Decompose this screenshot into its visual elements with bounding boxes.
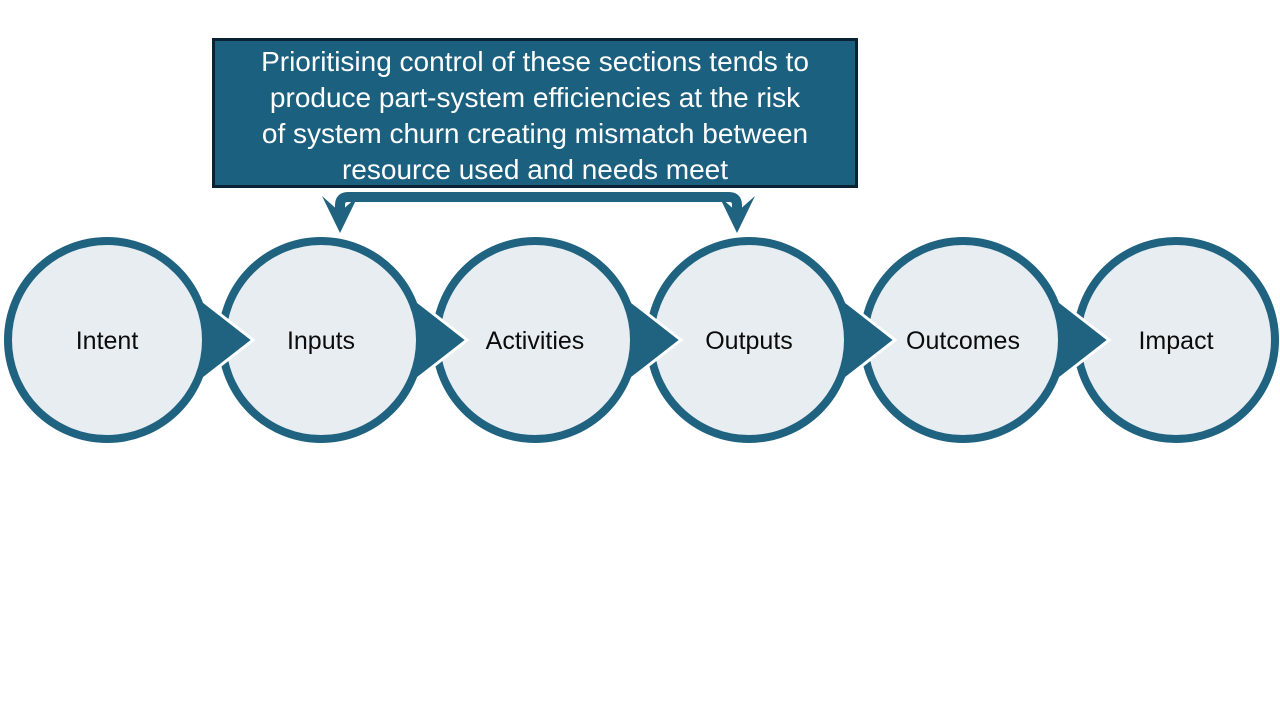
callout-line: resource used and needs meet [341,154,729,185]
step-label: Impact [1138,327,1213,355]
bracket-connector [322,192,755,233]
step-outcomes: Outcomes [860,237,1112,443]
step-label: Inputs [287,327,355,355]
arrow-down-icon [719,196,755,233]
callout-box: Prioritising control of these sections t… [212,38,858,188]
step-label: Intent [76,327,139,355]
arrow-down-icon [322,196,358,233]
step-activities: Activities [432,237,684,443]
step-circle [4,237,210,443]
step-outputs: Outputs [646,237,898,443]
callout-line: of system churn creating mismatch betwee… [261,118,809,149]
bracket-bar [335,192,742,212]
step-label: Activities [486,327,585,355]
callout-line: produce part-system efficiencies at the … [269,82,801,113]
step-inputs: Inputs [218,237,470,443]
callout-line: Prioritising control of these sections t… [261,46,809,77]
step-label: Outputs [705,327,793,355]
step-label: Outcomes [906,327,1020,355]
step-intent: Intent [4,237,256,443]
